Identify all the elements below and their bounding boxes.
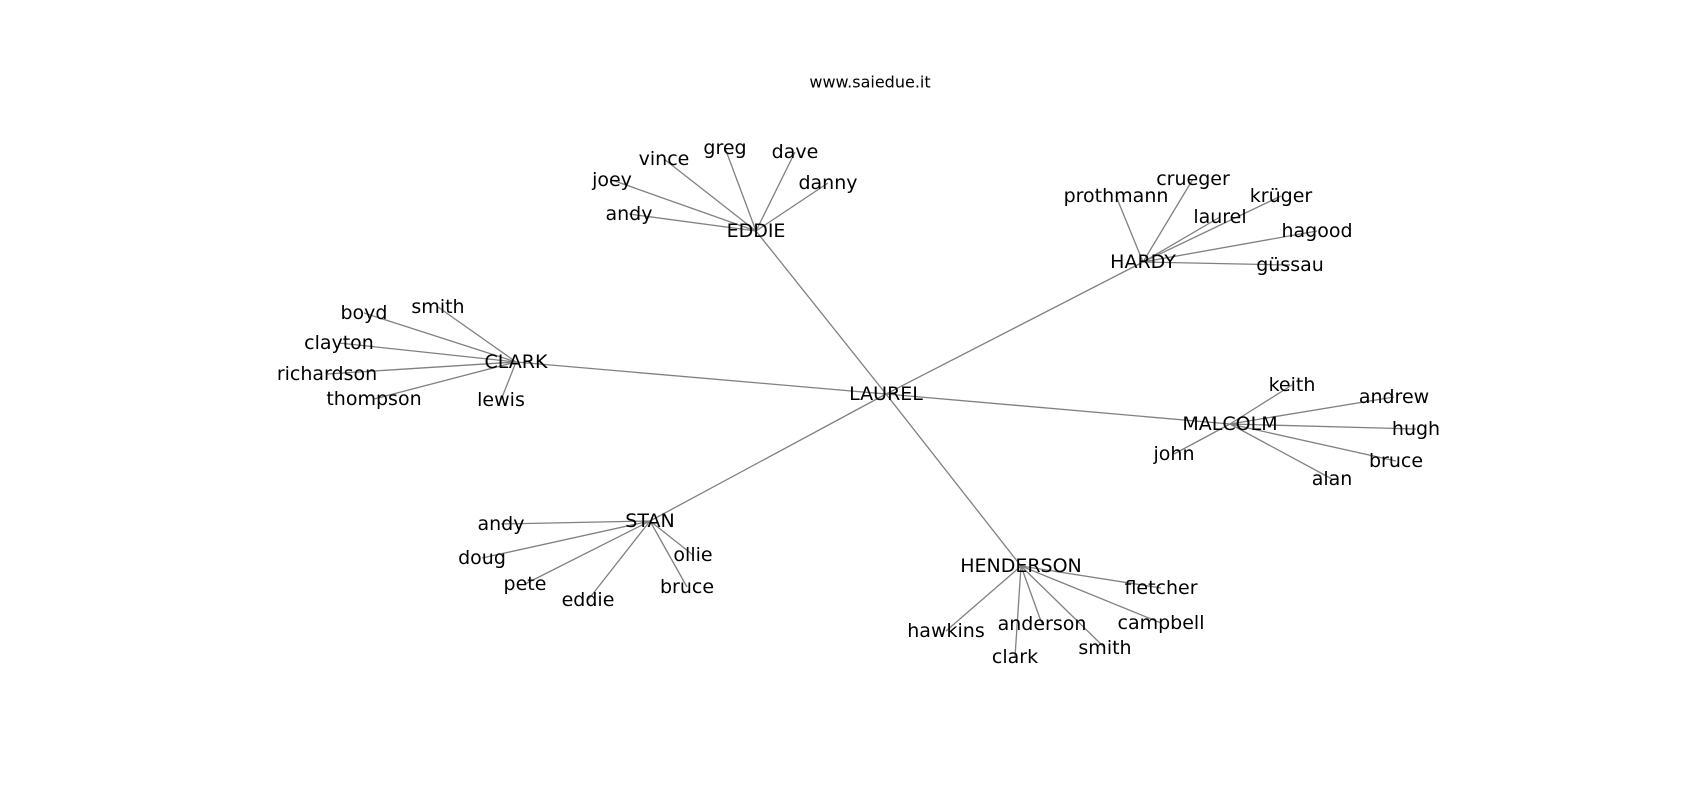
edge-malcolm-john: [1173, 423, 1231, 455]
node-label-andy_e: andy: [606, 203, 653, 225]
node-label-andy_s: andy: [478, 513, 525, 535]
node-label-eddie_s: eddie: [562, 589, 615, 611]
node-label-hawkins: hawkins: [907, 620, 984, 642]
node-label-hugh: hugh: [1392, 418, 1440, 440]
edge-malcolm-alan: [1229, 423, 1333, 480]
edge-malcolm-bruce_m: [1229, 423, 1397, 462]
node-label-crueger: crueger: [1156, 168, 1230, 190]
node-label-laurel_h: laurel: [1193, 206, 1246, 228]
node-label-clark_h: clark: [992, 646, 1038, 668]
edge-stan-ollie: [649, 520, 694, 556]
edge-laurel_root-hardy: [885, 261, 1144, 395]
edge-stan-eddie_s: [587, 520, 651, 601]
edge-eddie-andy_e: [628, 213, 757, 232]
node-label-gussau: güssau: [1256, 254, 1324, 276]
node-label-bruce_m: bruce: [1369, 450, 1423, 472]
edge-clark_hub-clayton: [338, 342, 517, 363]
edge-eddie-vince: [663, 158, 757, 232]
node-label-joey: joey: [591, 169, 632, 191]
node-label-hardy: HARDY: [1110, 251, 1176, 273]
edge-eddie-joey: [611, 179, 757, 232]
node-label-laurel_root: LAUREL: [849, 383, 923, 405]
node-label-dave: dave: [772, 141, 819, 163]
node-label-smith_c: smith: [411, 296, 464, 318]
node-label-henderson: HENDERSON: [960, 555, 1082, 577]
node-label-clayton: clayton: [304, 332, 374, 354]
edge-henderson-campbell: [1020, 565, 1162, 624]
node-label-doug: doug: [458, 547, 506, 569]
edge-malcolm-keith: [1229, 384, 1293, 425]
edge-clark_hub-boyd: [363, 312, 517, 363]
label-layer: LAUREL EDDIE HARDY CLARK MALCOLM STAN HENDERSO…: [277, 137, 1440, 668]
edge-clark_hub-lewis: [500, 361, 517, 401]
edge-malcolm-andrew: [1229, 396, 1395, 425]
node-label-eddie: EDDIE: [727, 220, 786, 242]
edge-eddie-danny: [755, 182, 829, 232]
node-label-greg: greg: [703, 137, 746, 159]
node-label-boyd: boyd: [341, 302, 388, 324]
edge-malcolm-hugh: [1229, 423, 1417, 430]
node-label-pete: pete: [504, 573, 547, 595]
node-label-bruce_s: bruce: [660, 576, 714, 598]
node-label-danny: danny: [798, 172, 857, 194]
site-title: www.saiedue.it: [809, 73, 930, 92]
edge-layer: [326, 147, 1417, 658]
edge-stan-bruce_s: [649, 520, 688, 588]
node-label-john: john: [1153, 443, 1195, 465]
edge-stan-andy_s: [500, 520, 651, 525]
edge-clark_hub-thompson: [373, 361, 517, 400]
node-label-richardson: richardson: [277, 363, 377, 385]
edge-hardy-gussau: [1142, 261, 1291, 266]
edge-clark_hub-smith_c: [437, 306, 517, 363]
edge-hardy-hagood: [1142, 230, 1318, 263]
edge-henderson-hawkins: [945, 565, 1022, 632]
edge-stan-doug: [481, 520, 651, 559]
node-label-malcolm: MALCOLM: [1182, 413, 1277, 435]
edge-henderson-smith_h: [1020, 565, 1106, 649]
edge-hardy-prothmann: [1115, 195, 1144, 263]
edge-laurel_root-clark_hub: [515, 361, 887, 395]
edge-eddie-greg: [724, 147, 757, 232]
node-label-kruger: krüger: [1250, 185, 1313, 207]
edge-hardy-kruger: [1142, 195, 1282, 263]
edge-laurel_root-henderson: [885, 393, 1022, 567]
node-label-prothmann: prothmann: [1064, 185, 1169, 207]
edge-stan-pete: [524, 520, 651, 585]
edge-henderson-clark_h: [1014, 565, 1022, 658]
node-label-thompson: thompson: [326, 388, 421, 410]
edge-henderson-fletcher: [1020, 565, 1162, 589]
edge-hardy-crueger: [1142, 178, 1194, 263]
node-label-hagood: hagood: [1281, 220, 1352, 242]
edge-hardy-laurel_h: [1142, 216, 1221, 263]
edge-laurel_root-eddie: [755, 230, 887, 395]
node-label-ollie: ollie: [673, 544, 712, 566]
node-label-anderson: anderson: [998, 613, 1087, 635]
node-label-smith_h: smith: [1078, 637, 1131, 659]
edge-henderson-anderson: [1020, 565, 1043, 625]
edge-laurel_root-malcolm: [885, 393, 1231, 425]
node-label-andrew: andrew: [1359, 386, 1429, 408]
node-label-campbell: campbell: [1118, 612, 1205, 634]
node-label-keith: keith: [1269, 374, 1316, 396]
edge-laurel_root-stan: [649, 393, 887, 522]
node-label-vince: vince: [639, 148, 690, 170]
node-label-fletcher: fletcher: [1124, 577, 1197, 599]
edge-eddie-dave: [755, 151, 796, 232]
node-label-stan: STAN: [625, 510, 674, 532]
edge-clark_hub-richardson: [326, 361, 517, 375]
node-label-lewis: lewis: [477, 389, 525, 411]
node-label-clark_hub: CLARK: [485, 351, 548, 373]
node-label-alan: alan: [1312, 468, 1353, 490]
